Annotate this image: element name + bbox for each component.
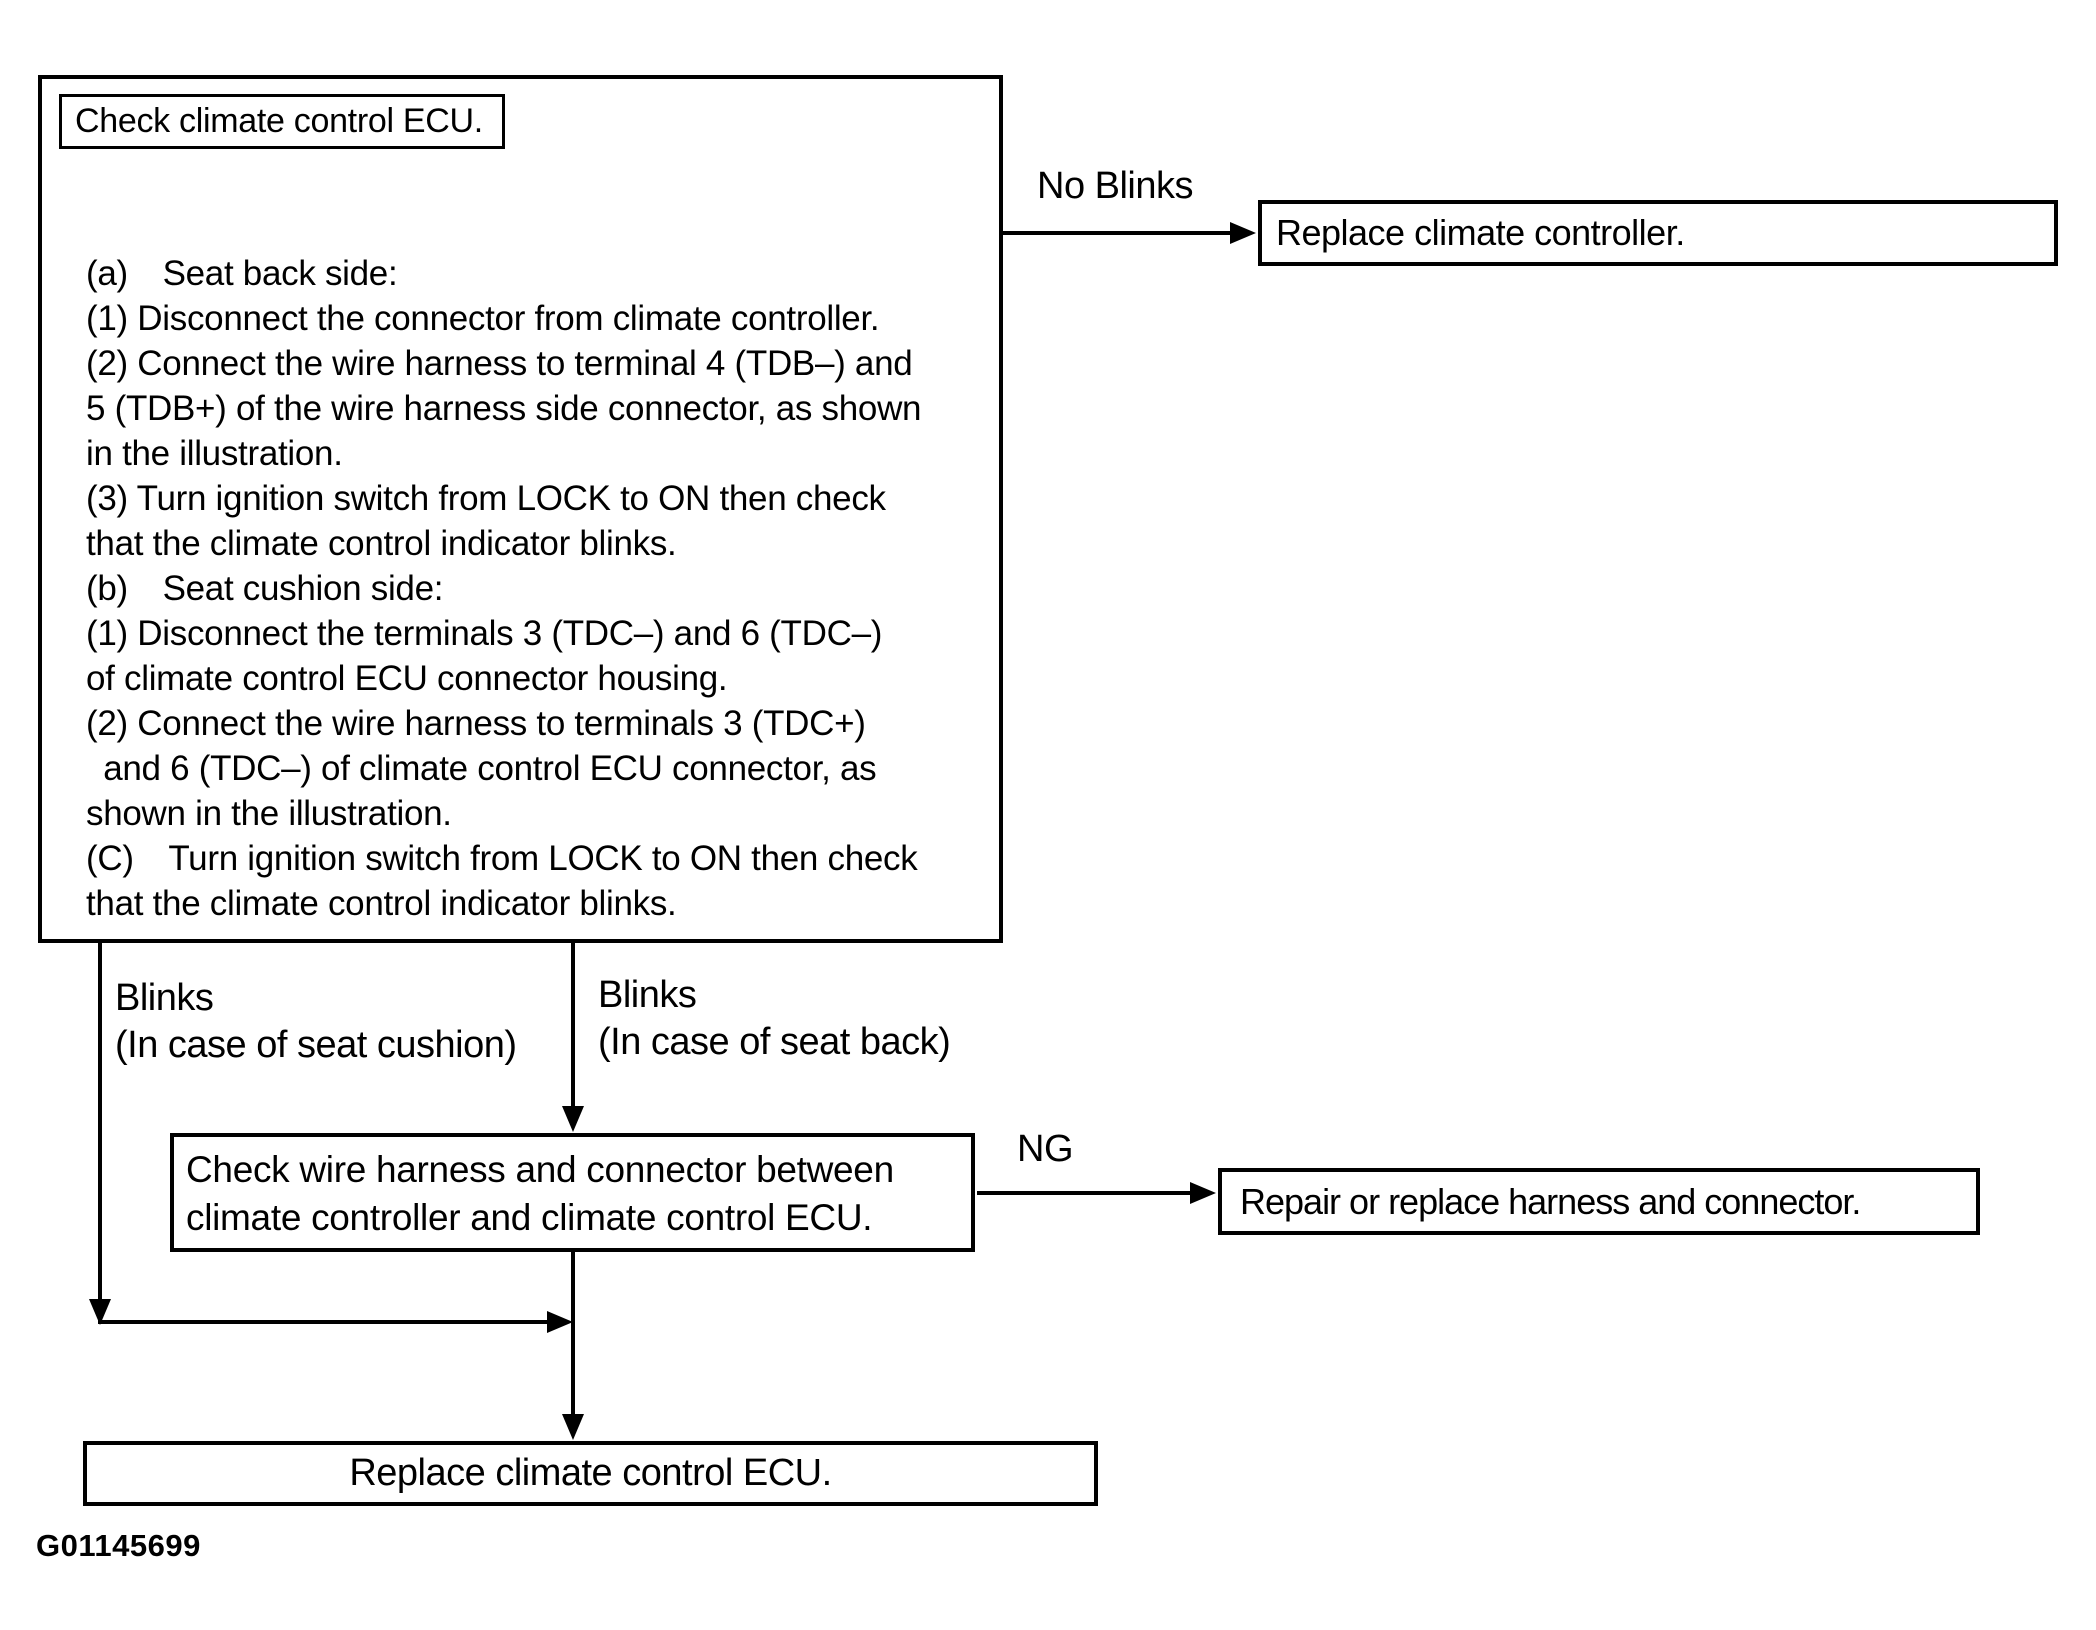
box-replace-climate-control-ecu-text: Replace climate control ECU.: [349, 1452, 832, 1494]
start-box-title-text: Check climate control ECU.: [75, 102, 483, 140]
arrowhead-no-blinks: [1230, 222, 1256, 244]
label-blinks-back: Blinks (In case of seat back): [598, 974, 951, 1063]
arrow-shaft-no-blinks: [1003, 231, 1232, 235]
label-no-blinks: No Blinks: [1037, 165, 1194, 207]
box-check-wire-harness: Check wire harness and connector between…: [170, 1133, 975, 1252]
box-replace-climate-controller: Replace climate controller.: [1258, 200, 2058, 266]
label-blinks-cushion: Blinks (In case of seat cushion): [115, 977, 517, 1066]
box-replace-climate-control-ecu: Replace climate control ECU.: [83, 1441, 1098, 1506]
start-box: Check climate control ECU. (a) Seat back…: [38, 75, 1003, 943]
arrowhead-merge-right: [547, 1311, 573, 1333]
start-box-procedure-text: (a) Seat back side: (1) Disconnect the c…: [86, 254, 922, 923]
arrowhead-final-down: [562, 1414, 584, 1440]
start-box-title: Check climate control ECU.: [59, 94, 505, 149]
label-ng: NG: [1017, 1128, 1074, 1170]
line-merge-horizontal: [98, 1320, 550, 1324]
figure-id: G01145699: [36, 1528, 201, 1563]
arrow-shaft-ng: [977, 1191, 1193, 1195]
box-replace-climate-controller-text: Replace climate controller.: [1276, 212, 1685, 253]
line-blinks-cushion-vertical: [98, 941, 102, 1303]
line-check-to-final-vertical: [571, 1250, 575, 1417]
arrowhead-ng: [1190, 1182, 1216, 1204]
box-repair-or-replace-harness: Repair or replace harness and connector.: [1218, 1168, 1980, 1235]
line-blinks-back-vertical: [571, 941, 575, 1109]
box-repair-or-replace-harness-text: Repair or replace harness and connector.: [1240, 1180, 1861, 1222]
arrowhead-blinks-cushion-down: [89, 1299, 111, 1325]
arrowhead-blinks-back-down: [562, 1106, 584, 1132]
